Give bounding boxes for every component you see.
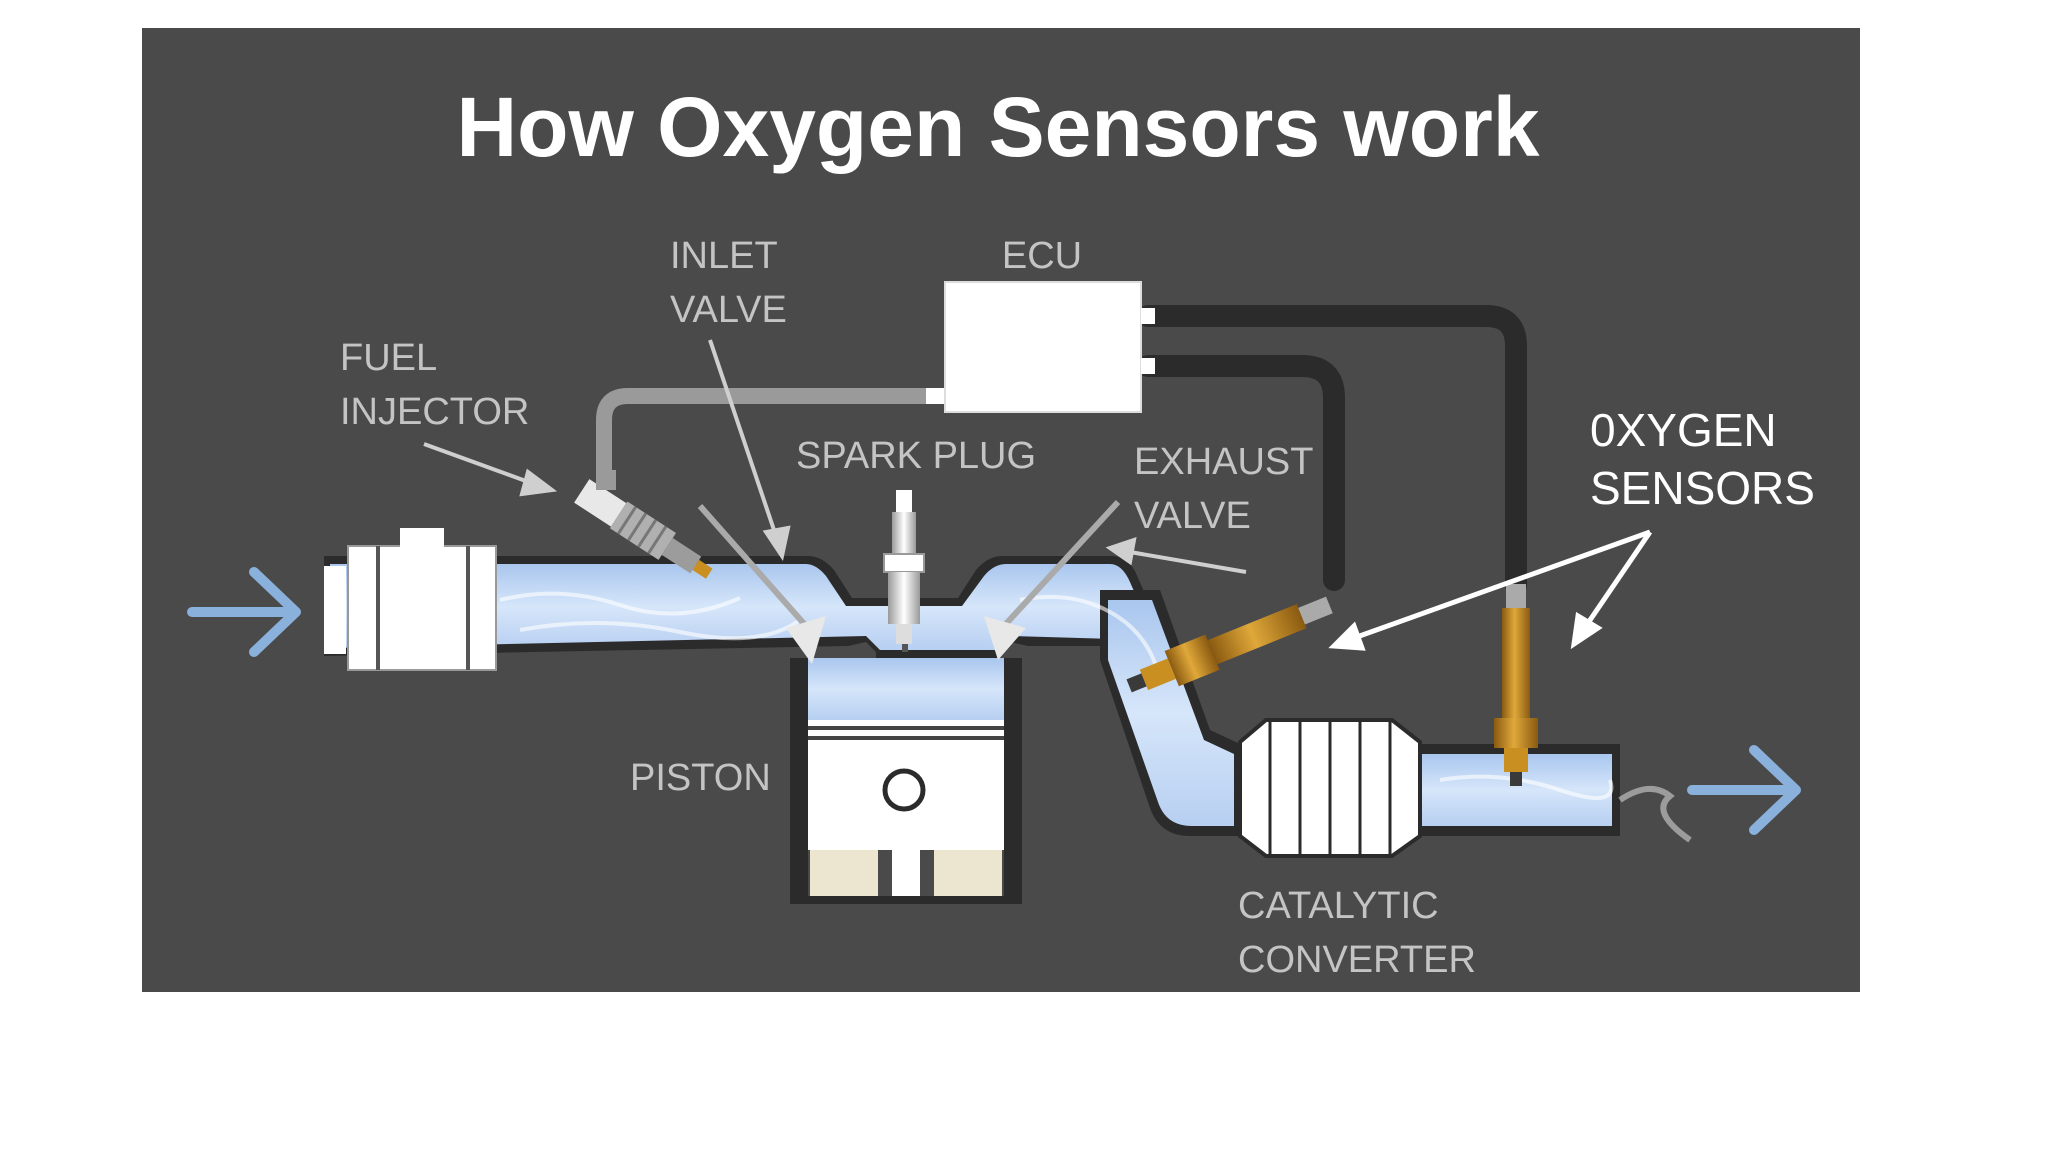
- ecu-box: [944, 281, 1142, 413]
- ecu-port-top: [1141, 308, 1155, 324]
- exhaust-pipe: [1100, 590, 1692, 843]
- catalytic-converter-label-line2: CONVERTER: [1238, 939, 1476, 981]
- fuel-injector-label-line2: INJECTOR: [340, 391, 529, 433]
- exhaust-valve-label: EXHAUST VALVE: [1134, 441, 1323, 537]
- inlet-valve-label-line2: VALVE: [670, 289, 787, 331]
- ecu-to-sensor1-wire: [1137, 355, 1345, 591]
- fuel-injector-pointer: [423, 442, 535, 486]
- catalytic-converter-label-line1: CATALYTIC: [1238, 885, 1439, 927]
- inlet-valve: [697, 504, 826, 664]
- exhaust-smoke: [1618, 786, 1692, 843]
- cylinder-wall-right: [1004, 658, 1022, 902]
- exhaust-arrow-icon: [1687, 745, 1801, 835]
- ecu-unit: [926, 281, 1155, 413]
- air-intake-housing: [324, 528, 497, 671]
- fuel-injector-label: FUEL INJECTOR: [340, 337, 529, 433]
- ecu-to-injector-wire: [596, 388, 938, 478]
- fuel-injector-label-line1: FUEL: [340, 337, 436, 379]
- oxygen-sensors-label: 0XYGEN SENSORS: [1590, 404, 1815, 514]
- injector-wire-connector: [596, 470, 616, 490]
- piston-label: PISTON: [630, 757, 771, 799]
- cylinder-wall-left: [790, 658, 808, 902]
- exhaust-valve-label-line1: EXHAUST: [1134, 441, 1313, 483]
- combustion-chamber-gas: [808, 658, 1004, 720]
- oxygen-sensor-upstream: [1126, 596, 1333, 693]
- flow-swirls: [499, 591, 1614, 800]
- tailpipe-flow: [1420, 754, 1612, 826]
- inlet-valve-label: INLET VALVE: [670, 235, 788, 331]
- oxygen-sensor-downstream: [1494, 584, 1538, 786]
- spark-plug: [883, 490, 925, 652]
- ecu-label: ECU: [1002, 235, 1082, 277]
- oxygen-sensors-label-line2: SENSORS: [1590, 462, 1815, 514]
- pointer-arrows: [423, 339, 1247, 574]
- oxygen-sensors-label-line1: 0XYGEN: [1590, 404, 1777, 456]
- exhaust-downpipe-flow: [1108, 600, 1234, 826]
- spark-plug-label: SPARK PLUG: [796, 435, 1036, 477]
- flow-arrows: [187, 567, 1801, 835]
- connecting-rod-left: [810, 850, 878, 896]
- ecu-port-bottom: [1141, 358, 1155, 374]
- cylinder-bottom: [790, 896, 1022, 904]
- wires: [596, 305, 1527, 596]
- piston-ring-2: [808, 736, 1004, 740]
- inlet-valve-label-line1: INLET: [670, 235, 777, 277]
- cylinder: [790, 658, 1022, 904]
- catalytic-converter: [1238, 718, 1422, 858]
- connecting-rod-right: [934, 850, 1002, 896]
- catalytic-converter-label: CATALYTIC CONVERTER: [1238, 885, 1476, 981]
- piston-pin: [882, 768, 926, 812]
- ecu-port-left: [926, 388, 944, 404]
- piston-ring-1: [808, 726, 1004, 730]
- piston-body: [808, 720, 1004, 850]
- exhaust-valve-pointer: [1129, 550, 1247, 574]
- inlet-valve-pointer: [708, 339, 778, 537]
- exhaust-valve: [984, 499, 1121, 660]
- connecting-rod-mid: [892, 850, 920, 896]
- intake-arrow-icon: [187, 567, 301, 657]
- exhaust-valve-label-line2: VALVE: [1134, 495, 1251, 537]
- fuel-injector: [574, 479, 713, 579]
- diagram-title: How Oxygen Sensors work: [457, 80, 1540, 174]
- ecu-to-sensor2-wire: [1137, 305, 1527, 596]
- oxygen-sensor-pointers: [1328, 529, 1653, 651]
